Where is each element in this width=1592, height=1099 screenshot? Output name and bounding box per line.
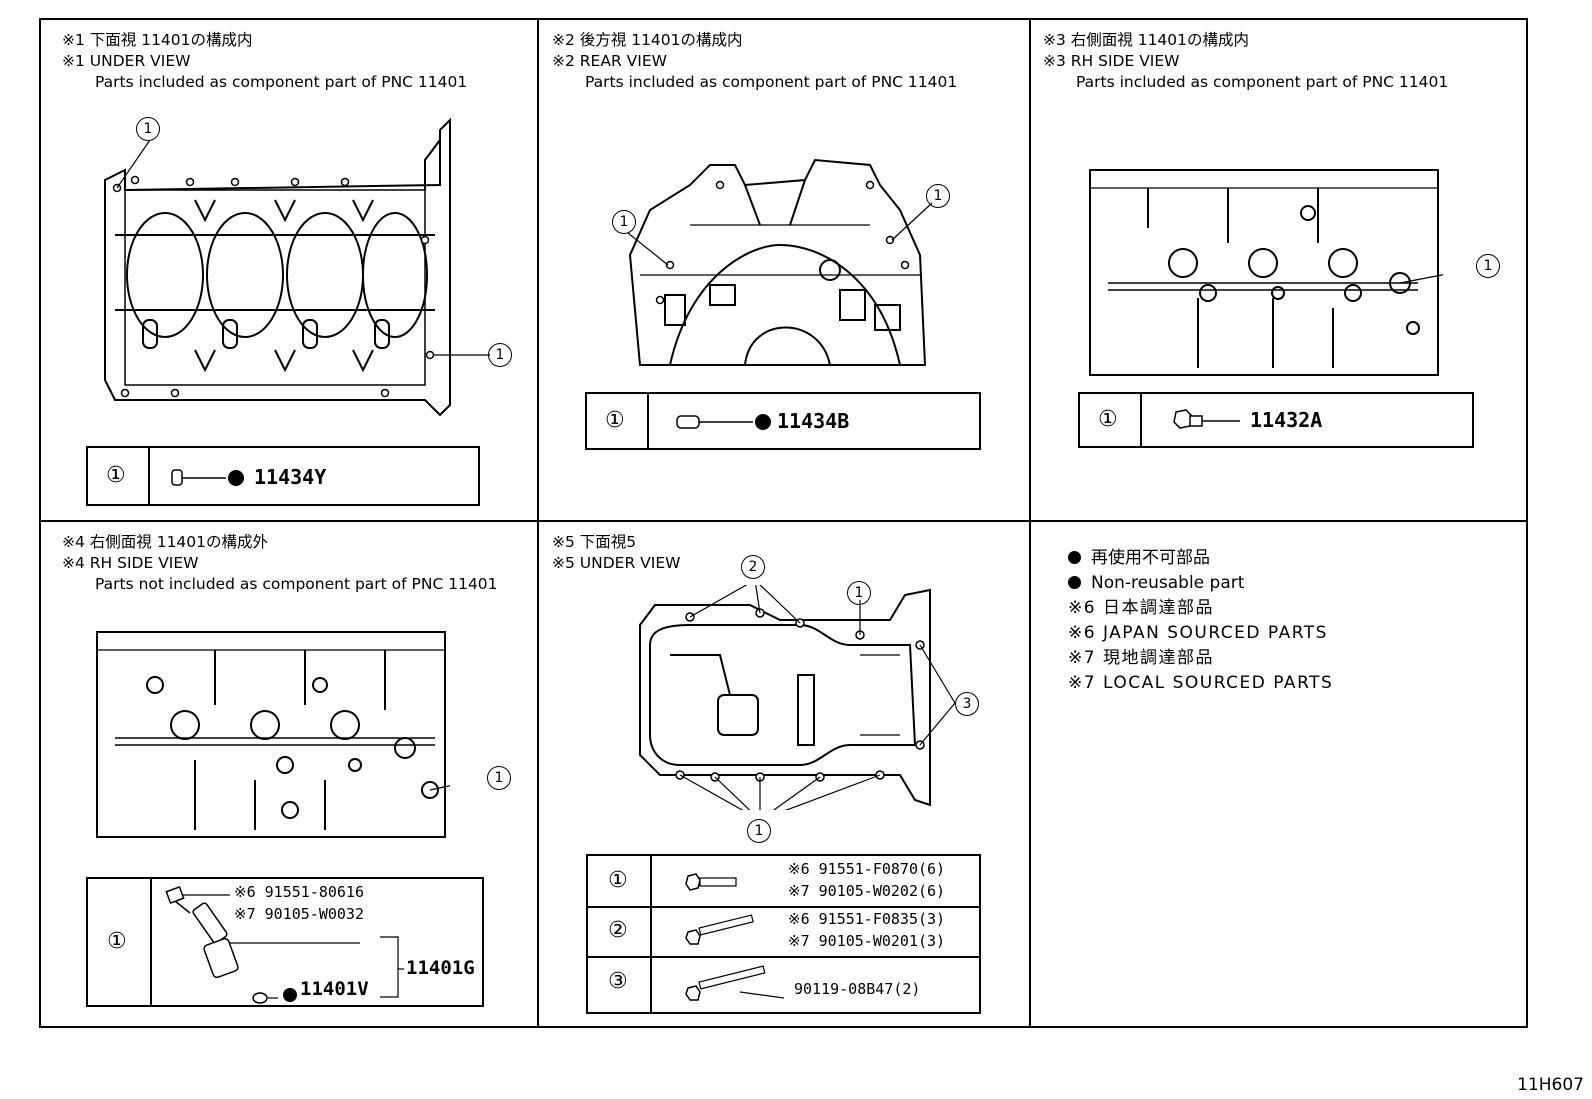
callout-1: 1 bbox=[488, 343, 512, 367]
part-number-11401G: 11401G bbox=[406, 957, 475, 979]
part-number-11401V: 11401V bbox=[300, 978, 369, 1000]
legend-item-local-jp: ※7 現地調達部品 bbox=[1068, 648, 1214, 668]
part-number-local: ※7 90105-W0201(3) bbox=[788, 932, 946, 950]
part-number-11434Y: 11434Y bbox=[254, 465, 327, 489]
row-number-cell: ① bbox=[587, 394, 649, 448]
panel-4-title-jp: ※4 右側面視 11401の構成外 bbox=[62, 533, 269, 551]
panel-1-note: Parts included as component part of PNC … bbox=[95, 73, 468, 91]
row-number: ① bbox=[605, 408, 625, 433]
part-number-11434B: 11434B bbox=[777, 409, 850, 433]
panel-3-header: ※3 右側面視 11401の構成内 ※3 RH SIDE VIEW Parts … bbox=[1043, 30, 1448, 93]
callout-1: 1 bbox=[747, 819, 771, 843]
row-number-cell: ① bbox=[88, 448, 150, 504]
panel-2-title-en: ※2 REAR VIEW bbox=[552, 52, 667, 70]
block-rear-view-drawing bbox=[627, 158, 933, 366]
row-divider bbox=[588, 956, 979, 958]
row-number: ① bbox=[1098, 407, 1118, 432]
panel-1-header: ※1 下面視 11401の構成内 ※1 UNDER VIEW Parts inc… bbox=[62, 30, 467, 93]
legend: 再使用不可部品 Non-reusable part ※6 日本調達部品 ※6 J… bbox=[1068, 546, 1333, 696]
bracket-icon bbox=[380, 936, 404, 998]
panel-3-note: Parts included as component part of PNC … bbox=[1076, 73, 1449, 91]
row-divider bbox=[588, 906, 979, 908]
part-number-japan: ※6 91551-80616 bbox=[234, 883, 364, 901]
row-divider bbox=[41, 520, 1526, 522]
row-number-column bbox=[588, 856, 652, 1012]
callout-1: 1 bbox=[487, 766, 511, 790]
legend-text: 再使用不可部品 bbox=[1091, 548, 1210, 568]
parts-table-4: ① ※6 91551-80616 ※7 90105-W0032 11401V 1… bbox=[86, 877, 484, 1007]
parts-table-1: ① 11434Y bbox=[86, 446, 480, 506]
row-number-cell: ① bbox=[88, 879, 152, 1005]
callout-3: 3 bbox=[955, 692, 979, 716]
parts-table-5: ① ② ③ ※6 91551-F0870(6) ※7 90105-W0202(6… bbox=[586, 854, 981, 1014]
panel-4-header: ※4 右側面視 11401の構成外 ※4 RH SIDE VIEW Parts … bbox=[62, 532, 498, 595]
panel-4-title-en: ※4 RH SIDE VIEW bbox=[62, 554, 199, 572]
part-number-local: ※7 90105-W0032 bbox=[234, 905, 364, 923]
part-number-japan: ※6 91551-F0835(3) bbox=[788, 910, 946, 928]
legend-item-local-en: ※7 LOCAL SOURCED PARTS bbox=[1068, 673, 1334, 693]
callout-2: 2 bbox=[741, 555, 765, 579]
panel-3-title-jp: ※3 右側面視 11401の構成内 bbox=[1043, 31, 1250, 49]
panel-5-title-jp: ※5 下面視5 bbox=[552, 533, 637, 551]
panel-1-title-en: ※1 UNDER VIEW bbox=[62, 52, 191, 70]
row-number: ① bbox=[106, 463, 126, 488]
row-number: ③ bbox=[608, 969, 628, 994]
oil-pan-under-view-drawing bbox=[639, 585, 956, 810]
panel-5-header: ※5 下面視5 ※5 UNDER VIEW bbox=[552, 532, 680, 574]
figure-code: 11H607 bbox=[1517, 1075, 1584, 1095]
bullet-icon bbox=[1068, 551, 1081, 564]
row-number-cell: ① bbox=[1080, 394, 1142, 446]
pin-icon bbox=[676, 414, 771, 430]
part-number-11432A: 11432A bbox=[1250, 408, 1323, 432]
panel-2-note: Parts included as component part of PNC … bbox=[585, 73, 958, 91]
part-number-local: ※7 90105-W0202(6) bbox=[788, 882, 946, 900]
part-number-japan: ※6 91551-F0870(6) bbox=[788, 860, 946, 878]
drain-plug-icon bbox=[1173, 409, 1240, 429]
panel-3-title-en: ※3 RH SIDE VIEW bbox=[1043, 52, 1180, 70]
legend-text: Non-reusable part bbox=[1091, 573, 1245, 593]
parts-table-3: ① 11432A bbox=[1078, 392, 1474, 448]
diagram-sheet bbox=[39, 18, 1528, 1028]
panel-2-header: ※2 後方視 11401の構成内 ※2 REAR VIEW Parts incl… bbox=[552, 30, 957, 93]
block-rh-side-drawing bbox=[1089, 169, 1443, 376]
legend-item-nonreusable-jp: 再使用不可部品 bbox=[1068, 546, 1333, 571]
row-number: ① bbox=[107, 929, 127, 954]
panel-1-title-jp: ※1 下面視 11401の構成内 bbox=[62, 31, 253, 49]
parts-table-2: ① 11434B bbox=[585, 392, 981, 450]
part-number-90119-08B47: 90119-08B47(2) bbox=[794, 980, 921, 998]
oil-jet-assembly-icon bbox=[165, 886, 360, 1004]
block-rh-side-drawing-2 bbox=[96, 631, 450, 838]
callout-1: 1 bbox=[612, 210, 636, 234]
panel-5-title-en: ※5 UNDER VIEW bbox=[552, 554, 681, 572]
col-divider-2 bbox=[1029, 20, 1031, 1028]
callout-1: 1 bbox=[1476, 254, 1500, 278]
bullet-icon bbox=[1068, 576, 1081, 589]
legend-item-japan-jp: ※6 日本調達部品 bbox=[1068, 598, 1214, 618]
long-bolt-icon bbox=[685, 914, 754, 945]
plug-icon bbox=[171, 469, 244, 486]
legend-item-nonreusable-en: Non-reusable part bbox=[1068, 571, 1333, 596]
bolt-icon bbox=[685, 873, 737, 891]
panel-2-title-jp: ※2 後方視 11401の構成内 bbox=[552, 31, 743, 49]
panel-4-note: Parts not included as component part of … bbox=[95, 575, 498, 593]
callout-1: 1 bbox=[136, 117, 160, 141]
stud-bolt-icon bbox=[685, 965, 784, 1001]
legend-item-japan-en: ※6 JAPAN SOURCED PARTS bbox=[1068, 623, 1328, 643]
block-under-view-drawing bbox=[104, 117, 490, 417]
row-number: ② bbox=[608, 918, 628, 943]
callout-1: 1 bbox=[847, 581, 871, 605]
callout-1: 1 bbox=[926, 184, 950, 208]
row-number: ① bbox=[608, 868, 628, 893]
col-divider-1 bbox=[537, 20, 539, 1028]
